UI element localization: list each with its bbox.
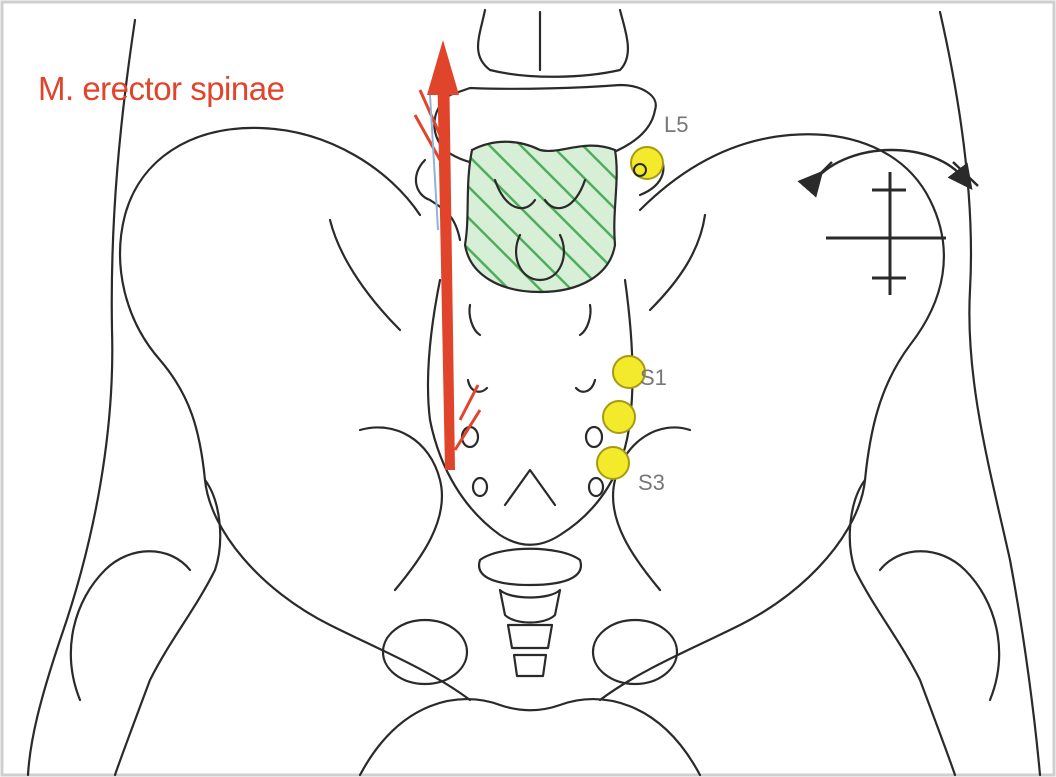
acupoint-s2 (603, 401, 635, 433)
vertebra-label-l5: L5 (664, 112, 688, 137)
muscle-label: M. erector spinae (38, 70, 284, 107)
vertebra-label-s1: S1 (640, 365, 667, 390)
acupoint-s3 (597, 447, 629, 479)
acupoint-l5 (631, 147, 663, 179)
hatched-area (465, 142, 617, 292)
vertebra-label-s3: S3 (638, 470, 665, 495)
